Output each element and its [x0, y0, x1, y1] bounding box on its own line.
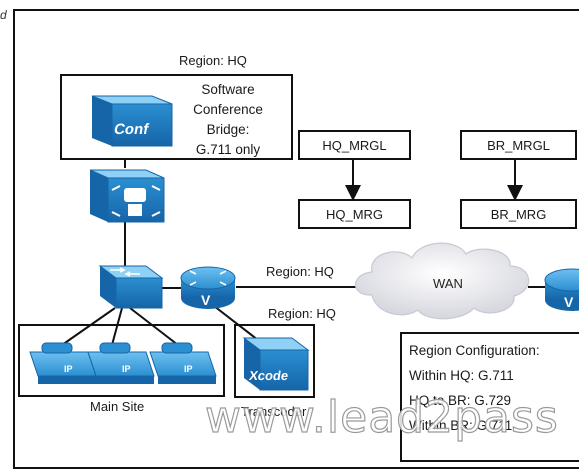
conf-line-1: Software [201, 82, 255, 97]
hq-mrgl-box: HQ_MRGL [298, 130, 411, 160]
conf-line-2: Conference [193, 102, 263, 117]
conference-bridge-description: Software Conference Bridge: G.711 only [182, 80, 274, 160]
region-config-line-3: Within BR: G.711 [409, 418, 513, 433]
line-switch-phone-2 [111, 307, 123, 346]
call-manager-icon [89, 169, 165, 223]
ip-phone-3-glyph: IP [184, 364, 193, 374]
region-config-box [400, 332, 579, 462]
ip-phone-1-glyph: IP [64, 364, 73, 374]
region-config-line-1: Within HQ: G.711 [409, 368, 514, 383]
corner-mark: d [0, 8, 7, 22]
region-config-title: Region Configuration: [409, 343, 540, 358]
ip-phone-2: IP [87, 342, 155, 384]
region-config-line-2: HQ to BR: G.729 [409, 393, 512, 408]
wan-label: WAN [433, 276, 463, 291]
wan-cloud-icon: WAN [355, 242, 530, 320]
diagram-graphics: Conf V V WAN IP [29, 95, 579, 391]
branch-router-glyph: V [564, 294, 574, 310]
conf-line-4: G.711 only [195, 142, 261, 157]
ip-phone-3: IP [149, 342, 217, 384]
watermark: www.lead2pass [204, 391, 559, 443]
ip-phone-2-glyph: IP [122, 364, 131, 374]
conference-bridge-icon: Conf [91, 95, 173, 147]
line-switch-phone-1 [61, 307, 116, 346]
link-region-lower-label: Region: HQ [268, 306, 336, 321]
transcoder-icon: Xcode [242, 337, 310, 391]
ip-phone-1: IP [29, 342, 97, 384]
transcoder-icon-text: Xcode [248, 368, 289, 383]
transcoder-label: Transcoder [241, 404, 307, 419]
hq-router-glyph: V [201, 292, 211, 308]
br-mrg-box: BR_MRG [460, 199, 577, 229]
main-site-label: Main Site [90, 399, 145, 414]
branch-router-icon: V [544, 268, 579, 311]
region-hq-label: Region: HQ [179, 53, 247, 68]
hq-router-icon: V [180, 266, 236, 309]
conf-line-3: Bridge: [206, 122, 250, 137]
line-router-to-transcoder [213, 305, 259, 341]
link-region-upper-label: Region: HQ [266, 264, 334, 279]
br-mrgl-box: BR_MRGL [460, 130, 577, 160]
conf-icon-text: Conf [113, 121, 151, 138]
hq-switch-icon [98, 265, 164, 309]
line-switch-phone-3 [129, 307, 179, 346]
connection-lines [61, 160, 548, 346]
